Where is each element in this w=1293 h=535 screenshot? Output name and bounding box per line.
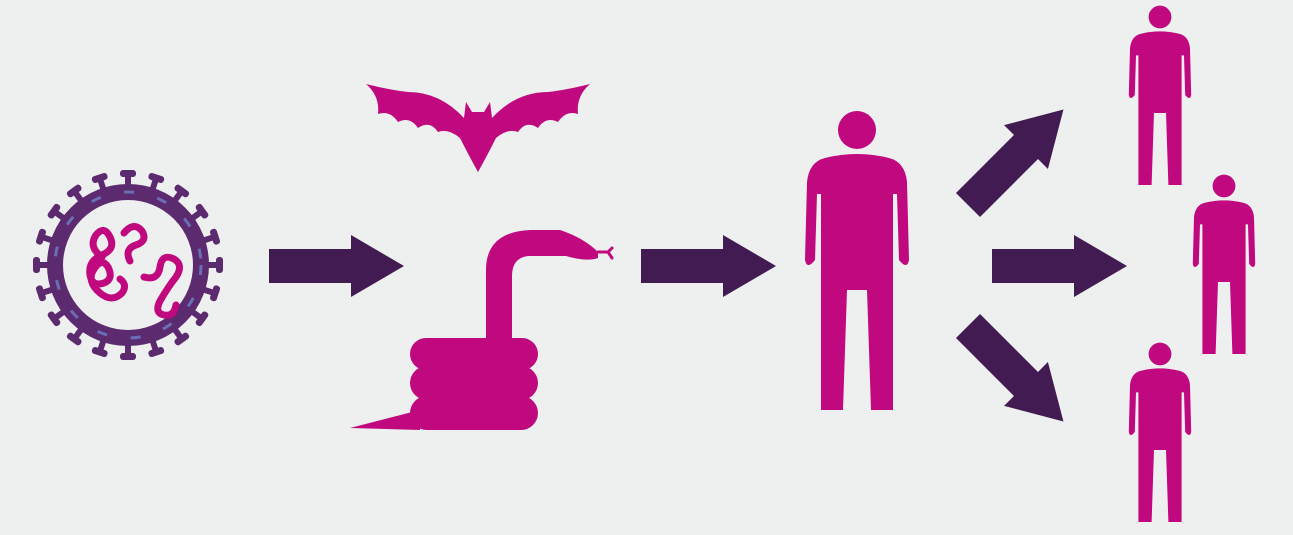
person-icon-center xyxy=(805,111,909,410)
person-icon-bottom xyxy=(1129,343,1191,522)
person-icon-middle xyxy=(1193,175,1255,354)
person-icon-top xyxy=(1129,6,1191,185)
arrow-to-top-person xyxy=(946,88,1085,227)
arrow-to-middle-person xyxy=(992,235,1127,297)
virus-icon xyxy=(33,170,223,360)
arrow-virus-to-animals xyxy=(269,235,404,297)
bat-icon xyxy=(366,84,590,172)
arrow-animals-to-human xyxy=(641,235,776,297)
arrow-to-bottom-person xyxy=(946,304,1085,443)
